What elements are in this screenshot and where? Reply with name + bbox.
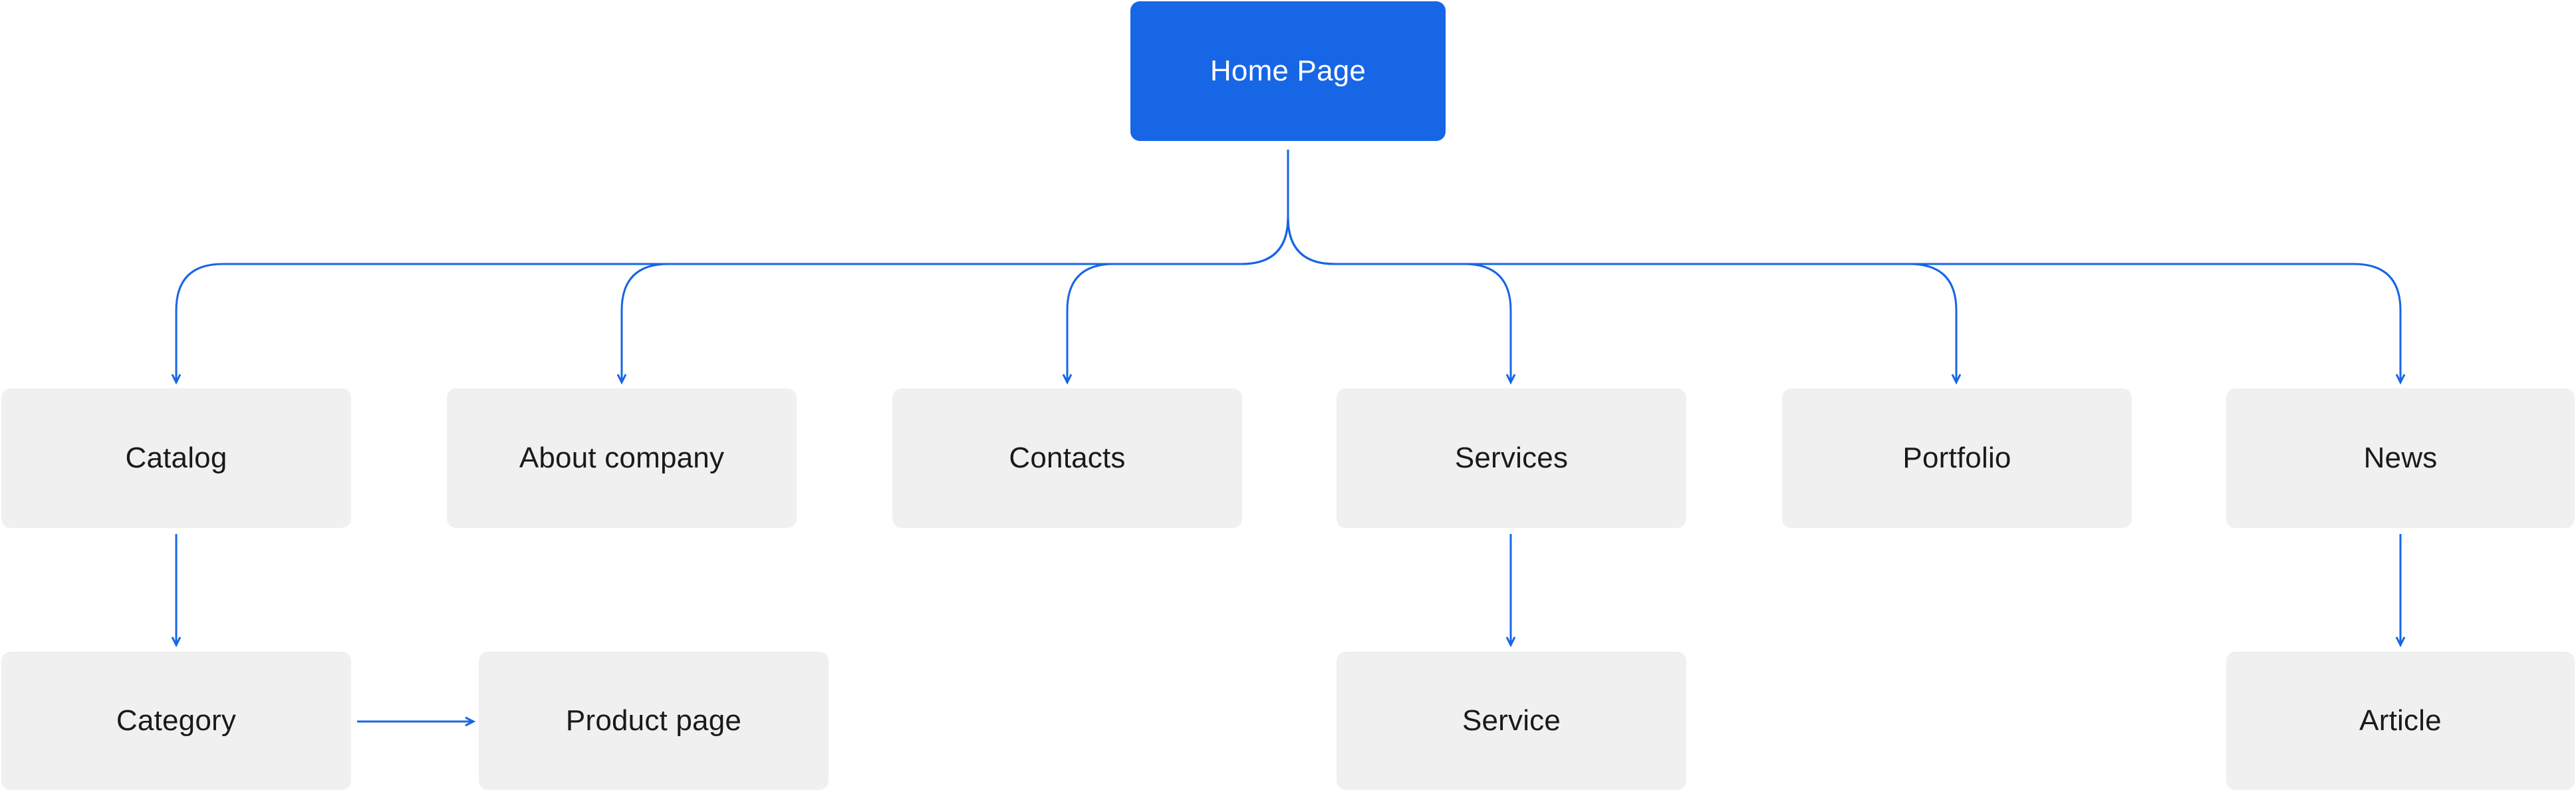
node-home-page: Home Page xyxy=(1130,1,1446,141)
node-contacts: Contacts xyxy=(892,388,1242,528)
node-catalog: Catalog xyxy=(1,388,351,528)
connector-root-to-about-company xyxy=(616,217,1289,385)
node-category: Category xyxy=(1,652,351,790)
connector-root-to-services xyxy=(1287,217,1516,385)
connector-root-to-contacts xyxy=(1062,217,1289,385)
connector-root-to-portfolio xyxy=(1287,217,1962,385)
node-services: Services xyxy=(1337,388,1686,528)
connector-root-to-news xyxy=(1287,217,2406,385)
node-about-company: About company xyxy=(447,388,797,528)
connector-root-to-catalog xyxy=(171,217,1289,385)
node-product-page: Product page xyxy=(479,652,829,790)
node-news: News xyxy=(2226,388,2575,528)
node-portfolio: Portfolio xyxy=(1782,388,2132,528)
node-service: Service xyxy=(1337,652,1686,790)
node-article: Article xyxy=(2226,652,2575,790)
